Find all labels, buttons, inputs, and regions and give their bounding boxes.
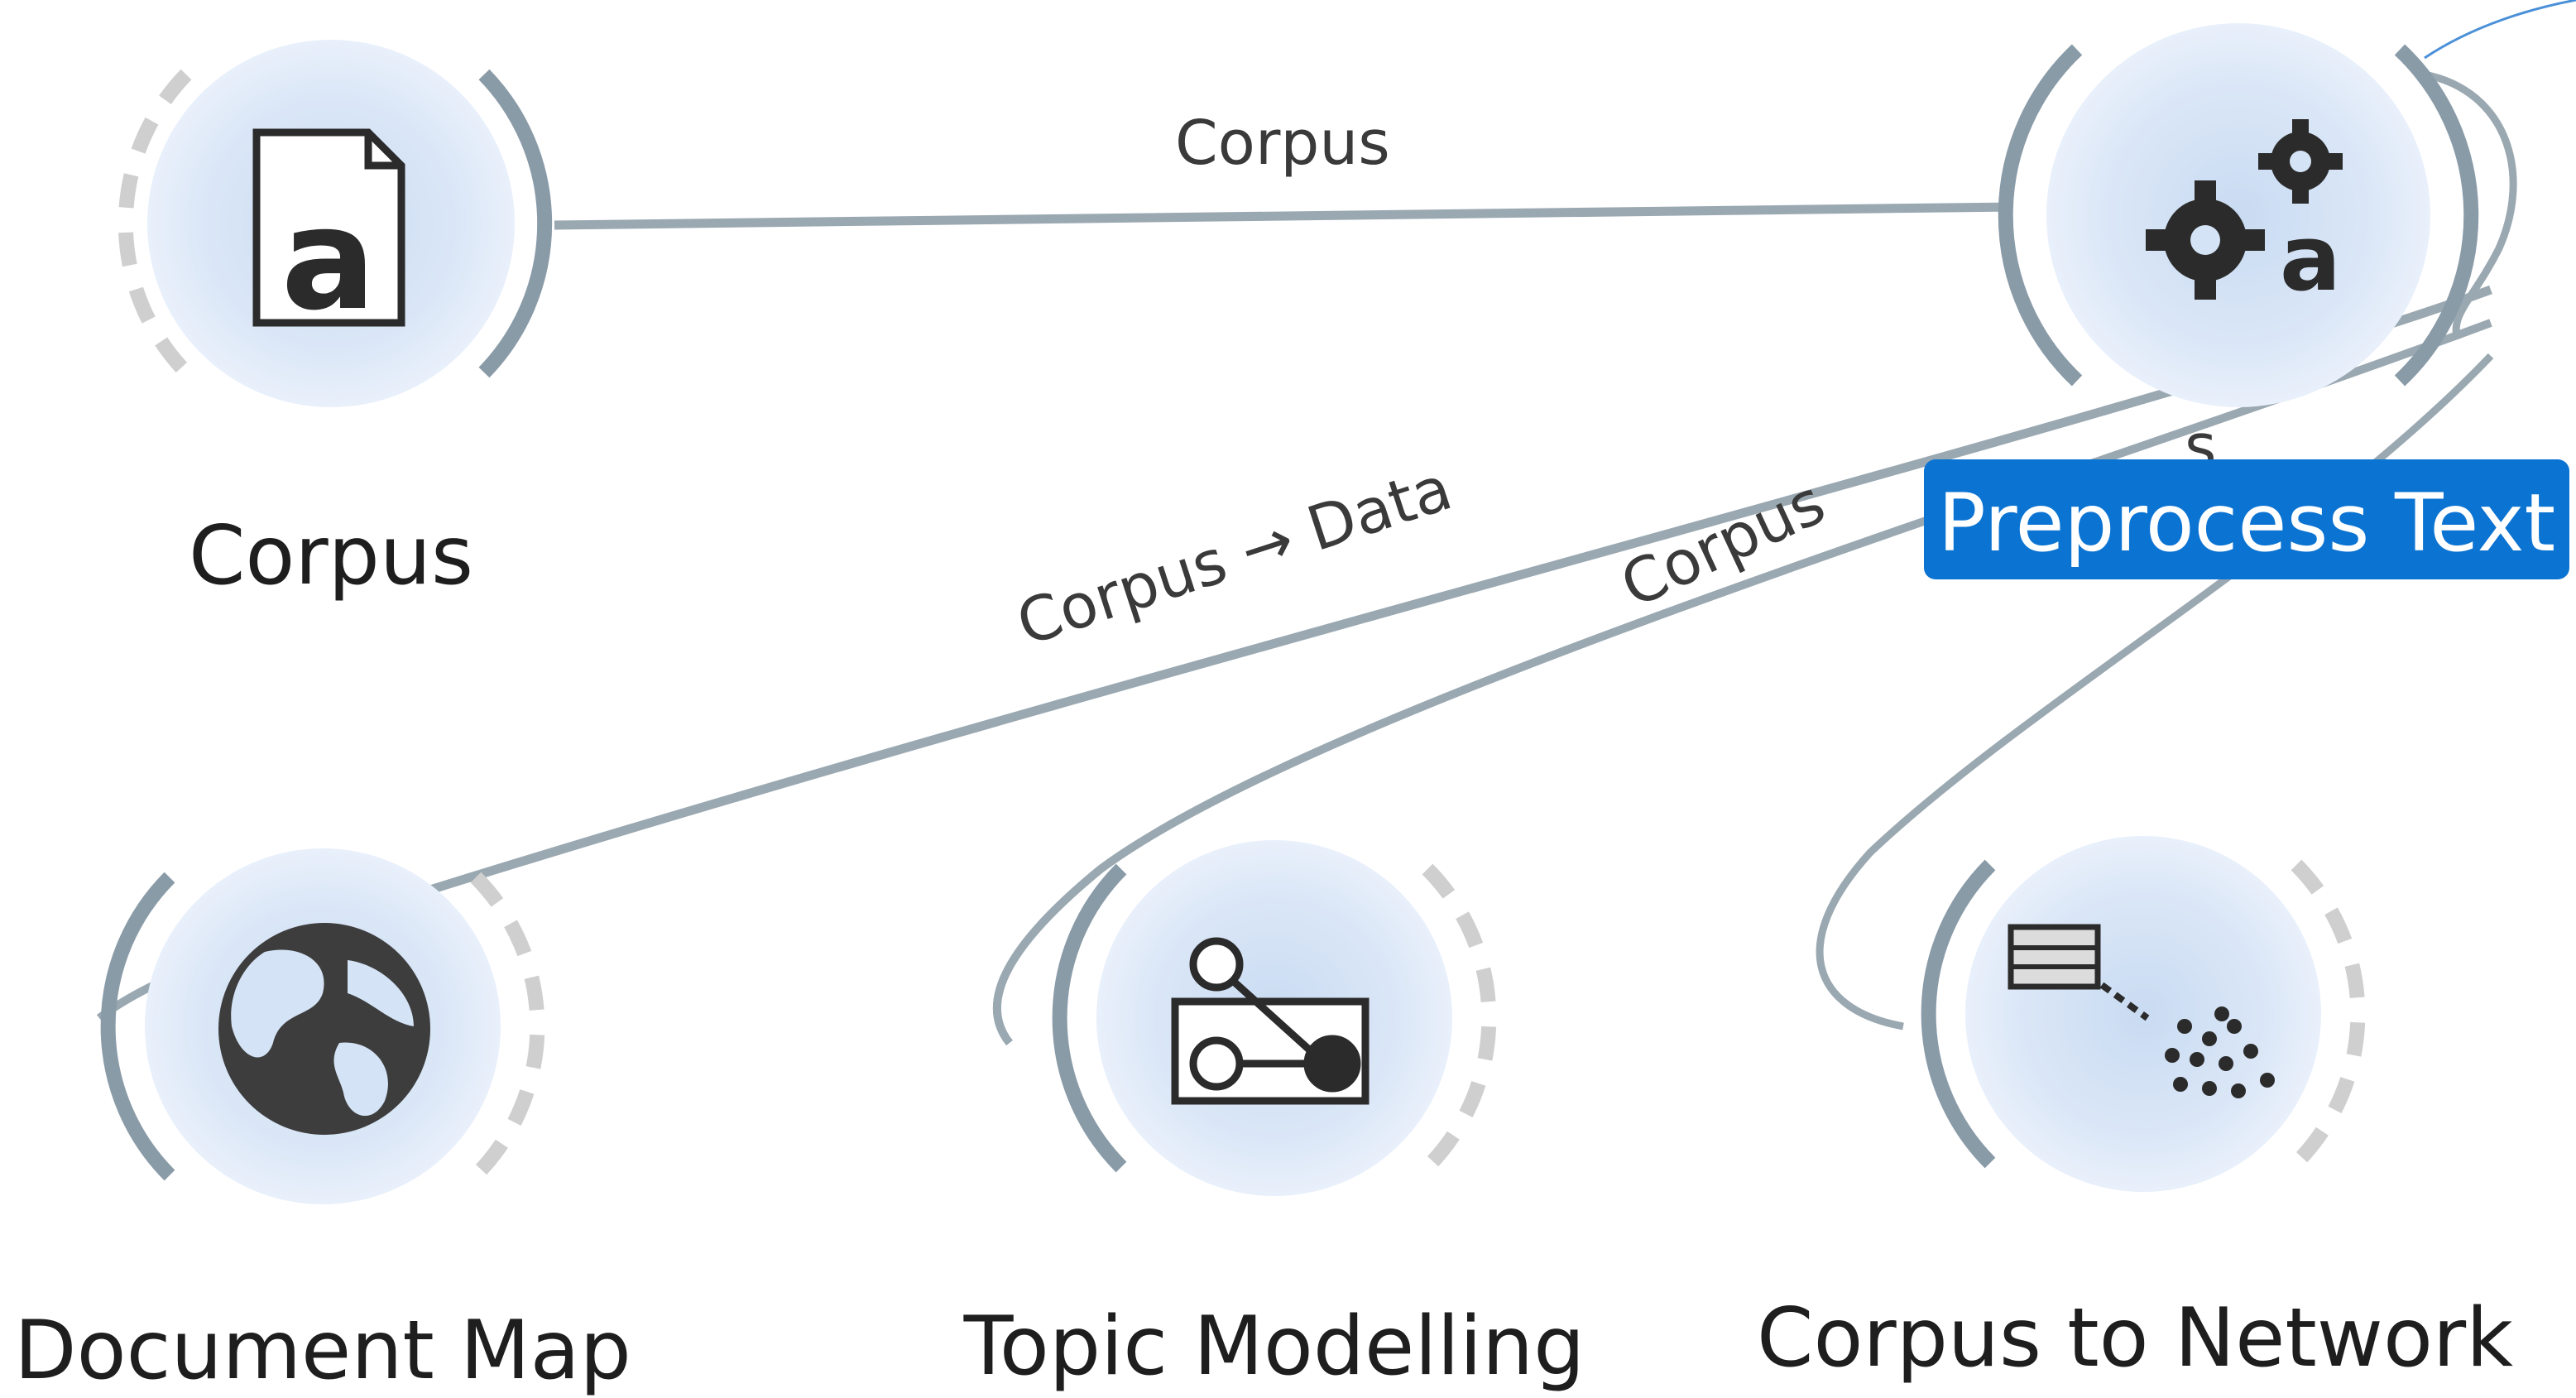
table-to-network-icon (2008, 924, 2275, 1098)
node-topic-modelling[interactable]: Topic Modelling (963, 840, 1585, 1394)
link-loop-right (2424, 70, 2517, 341)
node-label: Preprocess Text (1938, 477, 2555, 569)
node-corpus[interactable]: a Corpus (118, 40, 553, 603)
node-label: Corpus (189, 509, 473, 603)
input-anchor[interactable] (1998, 44, 2083, 387)
link-label-corpus-topic: Corpus (1610, 467, 1835, 622)
input-anchor[interactable] (1052, 863, 1127, 1173)
topic-flow-icon (1171, 937, 1370, 1105)
link-label-corpus-data: Corpus → Data (1009, 453, 1460, 660)
output-anchor[interactable] (2394, 44, 2479, 387)
node-preprocess-text[interactable]: a Preprocess Text (1924, 23, 2569, 579)
input-anchor[interactable] (100, 872, 175, 1181)
node-corpus-to-network[interactable]: Corpus to Network (1757, 836, 2513, 1386)
document-a-icon: a (252, 128, 405, 342)
link-corner-thin (2424, 0, 2576, 60)
node-label: Document Map (14, 1304, 631, 1398)
gears-a-icon: a (2146, 119, 2343, 311)
globe-icon (218, 923, 430, 1135)
output-anchor[interactable] (478, 69, 553, 378)
link-corpus-to-preprocess[interactable] (554, 202, 2012, 230)
node-document-map[interactable]: Document Map (14, 848, 631, 1398)
link-label-corpus-preprocess: Corpus (1175, 108, 1390, 179)
node-label: Corpus to Network (1757, 1291, 2513, 1386)
svg-text:a: a (281, 178, 377, 342)
input-anchor[interactable] (1921, 859, 1996, 1169)
link-preprocess-to-topic-modelling[interactable] (992, 319, 2492, 1046)
node-label: Topic Modelling (963, 1300, 1585, 1394)
svg-text:a: a (2280, 205, 2341, 311)
selected-label-background (1924, 459, 2569, 579)
